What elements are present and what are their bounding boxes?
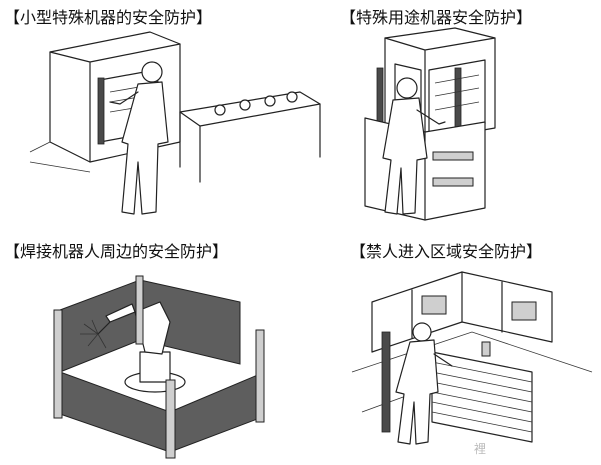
watermark: 裡	[474, 442, 487, 456]
illustration-welding-robot	[53, 275, 265, 459]
illustration-small-machine	[29, 31, 321, 215]
caption-restricted-zone: 【禁人进入区域安全防护】	[350, 242, 543, 261]
caption-special-machine: 【特殊用途机器安全防护】	[340, 8, 533, 27]
illustration-restricted-zone	[351, 271, 593, 445]
illustration-special-machine	[364, 27, 496, 221]
caption-welding-robot: 【焊接机器人周边的安全防护】	[4, 242, 229, 261]
caption-small-machine: 【小型特殊机器的安全防护】	[4, 8, 213, 27]
